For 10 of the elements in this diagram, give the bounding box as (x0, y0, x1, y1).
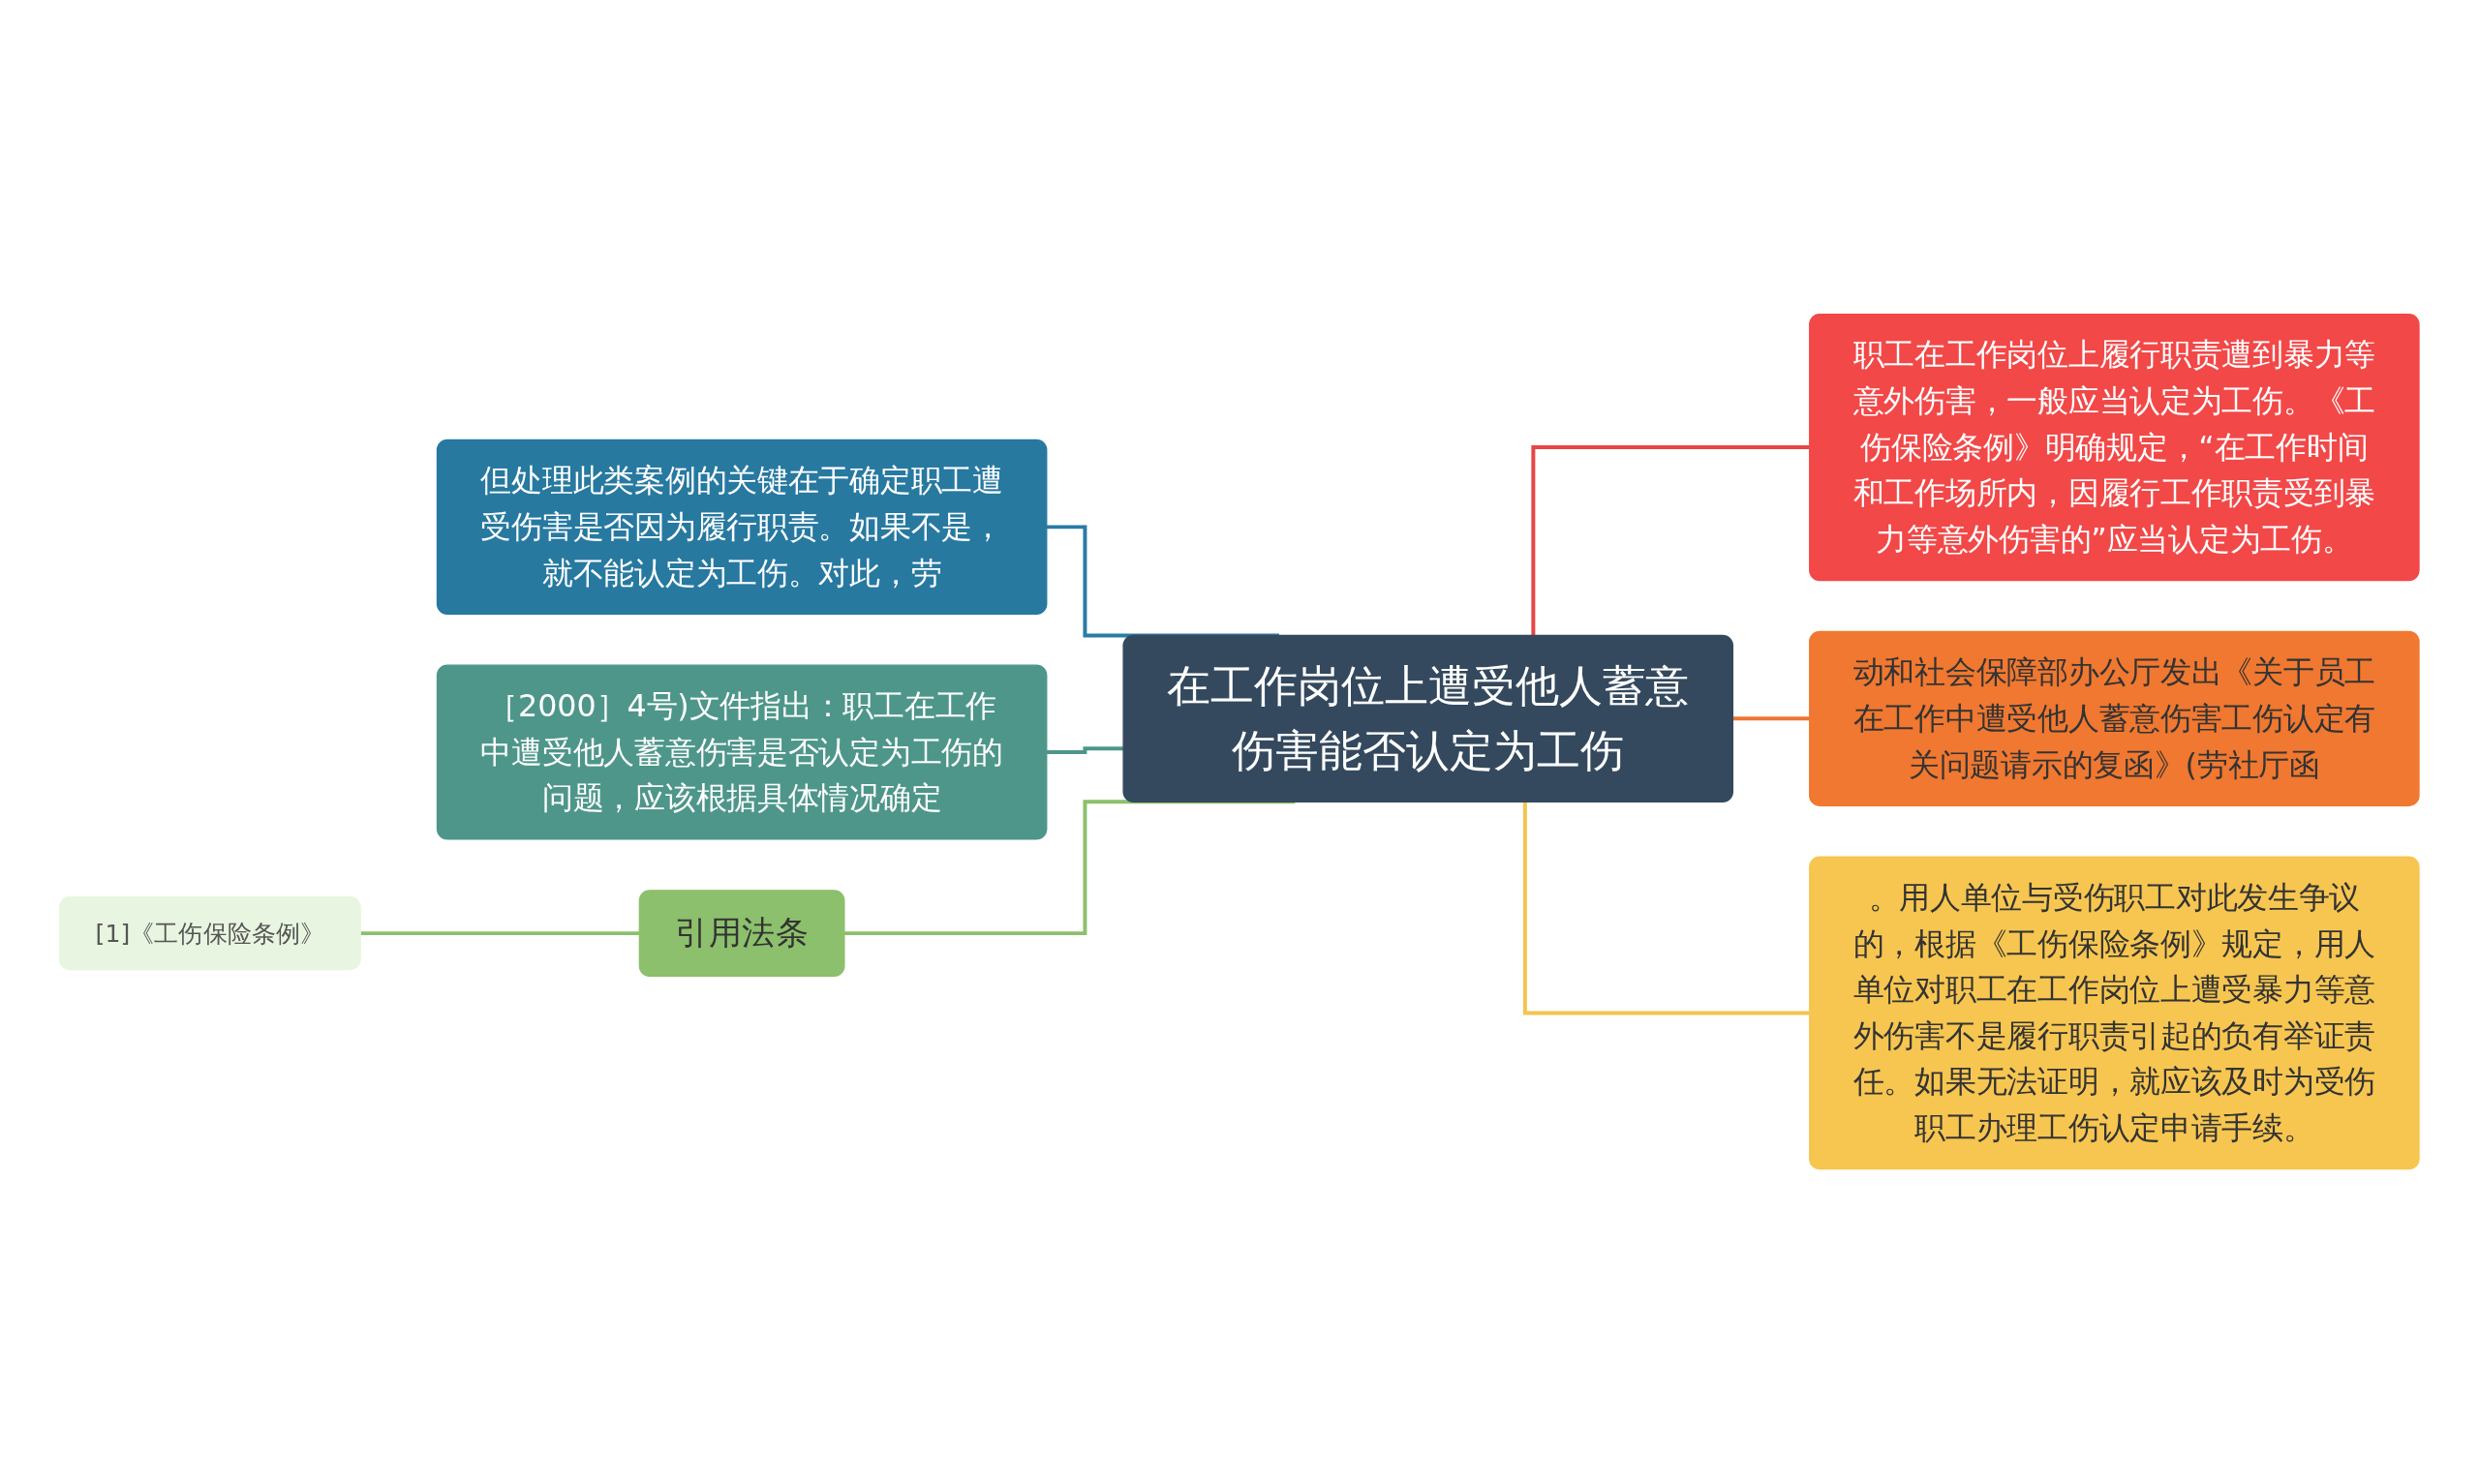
node-box: 引用法条 (638, 890, 845, 978)
node-box: 。用人单位与受伤职工对此发生争议的，根据《工伤保险条例》规定，用人单位对职工在工作岗位上遭受暴力等意外伤害不是履行职责引起的负有举证责任。如果无法证明，就应该及时为受伤职工办理工伤认定申请手续。 (1809, 856, 2420, 1170)
node-box: 动和社会保障部办公厅发出《关于员工在工作中遭受他人蓄意伤害工伤认定有关问题请示的复函》(劳社厅函 (1809, 631, 2420, 807)
node-box: [1]《工伤保险条例》 (59, 896, 362, 971)
node-box: 但处理此类案例的关键在于确定职工遭受伤害是否因为履行职责。如果不是，就不能认定为工伤。对此，劳 (437, 439, 1048, 616)
node-box: ［2000］4号)文件指出：职工在工作中遭受他人蓄意伤害是否认定为工伤的问题，应该根据具体情况确定 (437, 664, 1048, 840)
connector (1523, 802, 1810, 1015)
node-box: 职工在工作岗位上履行职责遭到暴力等意外伤害，一般应当认定为工伤。《工伤保险条例》明确规定，“在工作时间和工作场所内，因履行工作职责受到暴力等意外伤害的”应当认定为工伤。 (1809, 314, 2420, 582)
node-box: 在工作岗位上遭受他人蓄意伤害能否认定为工伤 (1122, 635, 1734, 803)
connector (1531, 445, 1810, 636)
